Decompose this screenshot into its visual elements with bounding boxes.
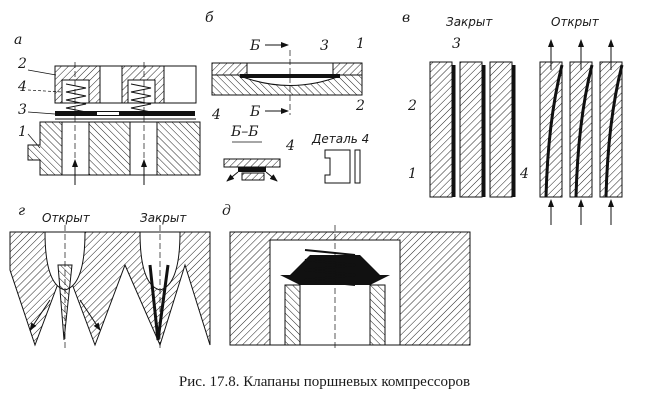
panel-d: д [222, 203, 471, 350]
state-open: Открыт [42, 211, 91, 225]
part-label: 4 [519, 166, 529, 182]
part-label: 1 [408, 166, 417, 182]
state-closed: Закрыт [446, 15, 493, 29]
figure-caption: Рис. 17.8. Клапаны поршневых компрессоро… [178, 374, 471, 390]
part-label: 4 [211, 107, 221, 123]
panel-a: а 2 4 3 1 [14, 32, 201, 185]
part-label: 3 [320, 38, 329, 54]
section-title: Б–Б [230, 124, 259, 140]
panel-b: Б Б б 3 1 4 2 Б–Б 4 Деталь 4 [205, 10, 369, 184]
panel-b-label: б [205, 10, 214, 26]
part-label: 2 [407, 98, 417, 114]
part-label: 3 [18, 102, 27, 118]
panel-g-label: г [18, 203, 25, 219]
panel-v: в Закрыт Открыт 3 2 1 4 [402, 10, 624, 225]
part-label: 1 [18, 124, 27, 140]
section-mark: Б [249, 104, 260, 120]
part-label: 2 [355, 98, 365, 114]
panel-d-label: д [222, 203, 231, 219]
part-label: 3 [452, 36, 461, 52]
part-label: 2 [17, 56, 27, 72]
state-open: Открыт [551, 15, 600, 29]
section-mark: Б [249, 38, 260, 54]
detail-title: Деталь 4 [311, 132, 369, 146]
state-closed: Закрыт [140, 211, 187, 225]
panel-a-label: а [14, 32, 22, 48]
part-label: 1 [356, 36, 365, 52]
panel-v-label: в [402, 10, 410, 26]
part-label: 4 [17, 79, 27, 95]
part-label: 4 [285, 138, 295, 154]
panel-g: г Открыт Закрыт [9, 203, 211, 350]
